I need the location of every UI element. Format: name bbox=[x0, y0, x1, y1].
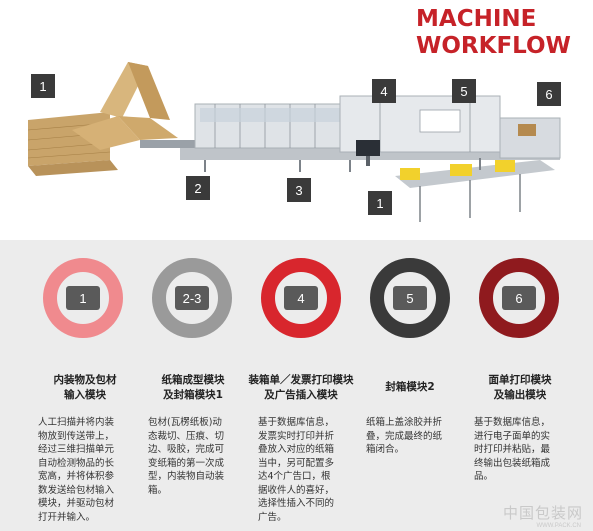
step-ring-1: 1 bbox=[43, 258, 123, 338]
watermark-logo: 中国包装网 bbox=[502, 504, 583, 522]
step-description-2-3: 包材(瓦楞纸板)动 态裁切、压痕、切 边、吸胶，完成可 变纸箱的第一次成 型，内… bbox=[148, 417, 225, 496]
step-number-4: 4 bbox=[284, 286, 318, 310]
step-ring-5: 5 bbox=[370, 258, 450, 338]
step-description-1: 人工扫描并将内装 物放到传送带上， 经过三维扫描单元 自动检测物品的长 宽高，并… bbox=[38, 417, 115, 523]
machine-badge-6: 6 bbox=[537, 82, 561, 106]
watermark-url: WWW.PACK.CN bbox=[536, 523, 581, 529]
workflow-title: MACHINE WORKFLOW bbox=[416, 6, 586, 60]
step-description-4: 基于数据库信息， 发票实时打印并折 叠放入对应的纸箱 当中，另可配置多 达4个广… bbox=[258, 417, 335, 523]
step-ring-2-3: 2-3 bbox=[152, 258, 232, 338]
step-number-5: 5 bbox=[393, 286, 427, 310]
step-heading-4: 装箱单／发票打印模块 及广告插入模块 bbox=[248, 374, 354, 401]
step-description-6: 基于数据库信息， 进行电子面单的实 时打印并粘贴，最 终输出包装纸箱成 品。 bbox=[474, 417, 551, 482]
step-ring-4: 4 bbox=[261, 258, 341, 338]
machine-badge-1: 1 bbox=[31, 74, 55, 98]
step-heading-6: 面单打印模块 及输出模块 bbox=[488, 374, 552, 401]
machine-photo-area: MACHINE WORKFLOW 1 2 3 4 5 6 1 bbox=[0, 0, 593, 240]
step-number-1: 1 bbox=[66, 286, 100, 310]
step-number-6: 6 bbox=[502, 286, 536, 310]
title-line-1: MACHINE bbox=[416, 6, 537, 32]
step-ring-6: 6 bbox=[479, 258, 559, 338]
step-description-5: 纸箱上盖涂胶并折 叠，完成最终的纸 箱闭合。 bbox=[366, 417, 443, 455]
machine-badge-1-secondary: 1 bbox=[368, 191, 392, 215]
step-heading-2-3: 纸箱成型模块 及封箱模块1 bbox=[161, 374, 225, 401]
machine-badge-5: 5 bbox=[452, 79, 476, 103]
step-heading-5: 封箱模块2 bbox=[385, 381, 435, 393]
step-heading-1: 内装物及包材 输入模块 bbox=[53, 374, 117, 401]
machine-badge-3: 3 bbox=[287, 178, 311, 202]
workflow-steps-panel: 1 内装物及包材 输入模块 人工扫描并将内装 物放到传送带上， 经过三维扫描单元… bbox=[0, 240, 593, 531]
machine-badge-4: 4 bbox=[372, 79, 396, 103]
title-line-2: WORKFLOW bbox=[416, 33, 571, 59]
packaging-machine-illustration bbox=[27, 62, 561, 222]
step-number-2-3: 2-3 bbox=[175, 286, 209, 310]
machine-badge-2: 2 bbox=[186, 176, 210, 200]
